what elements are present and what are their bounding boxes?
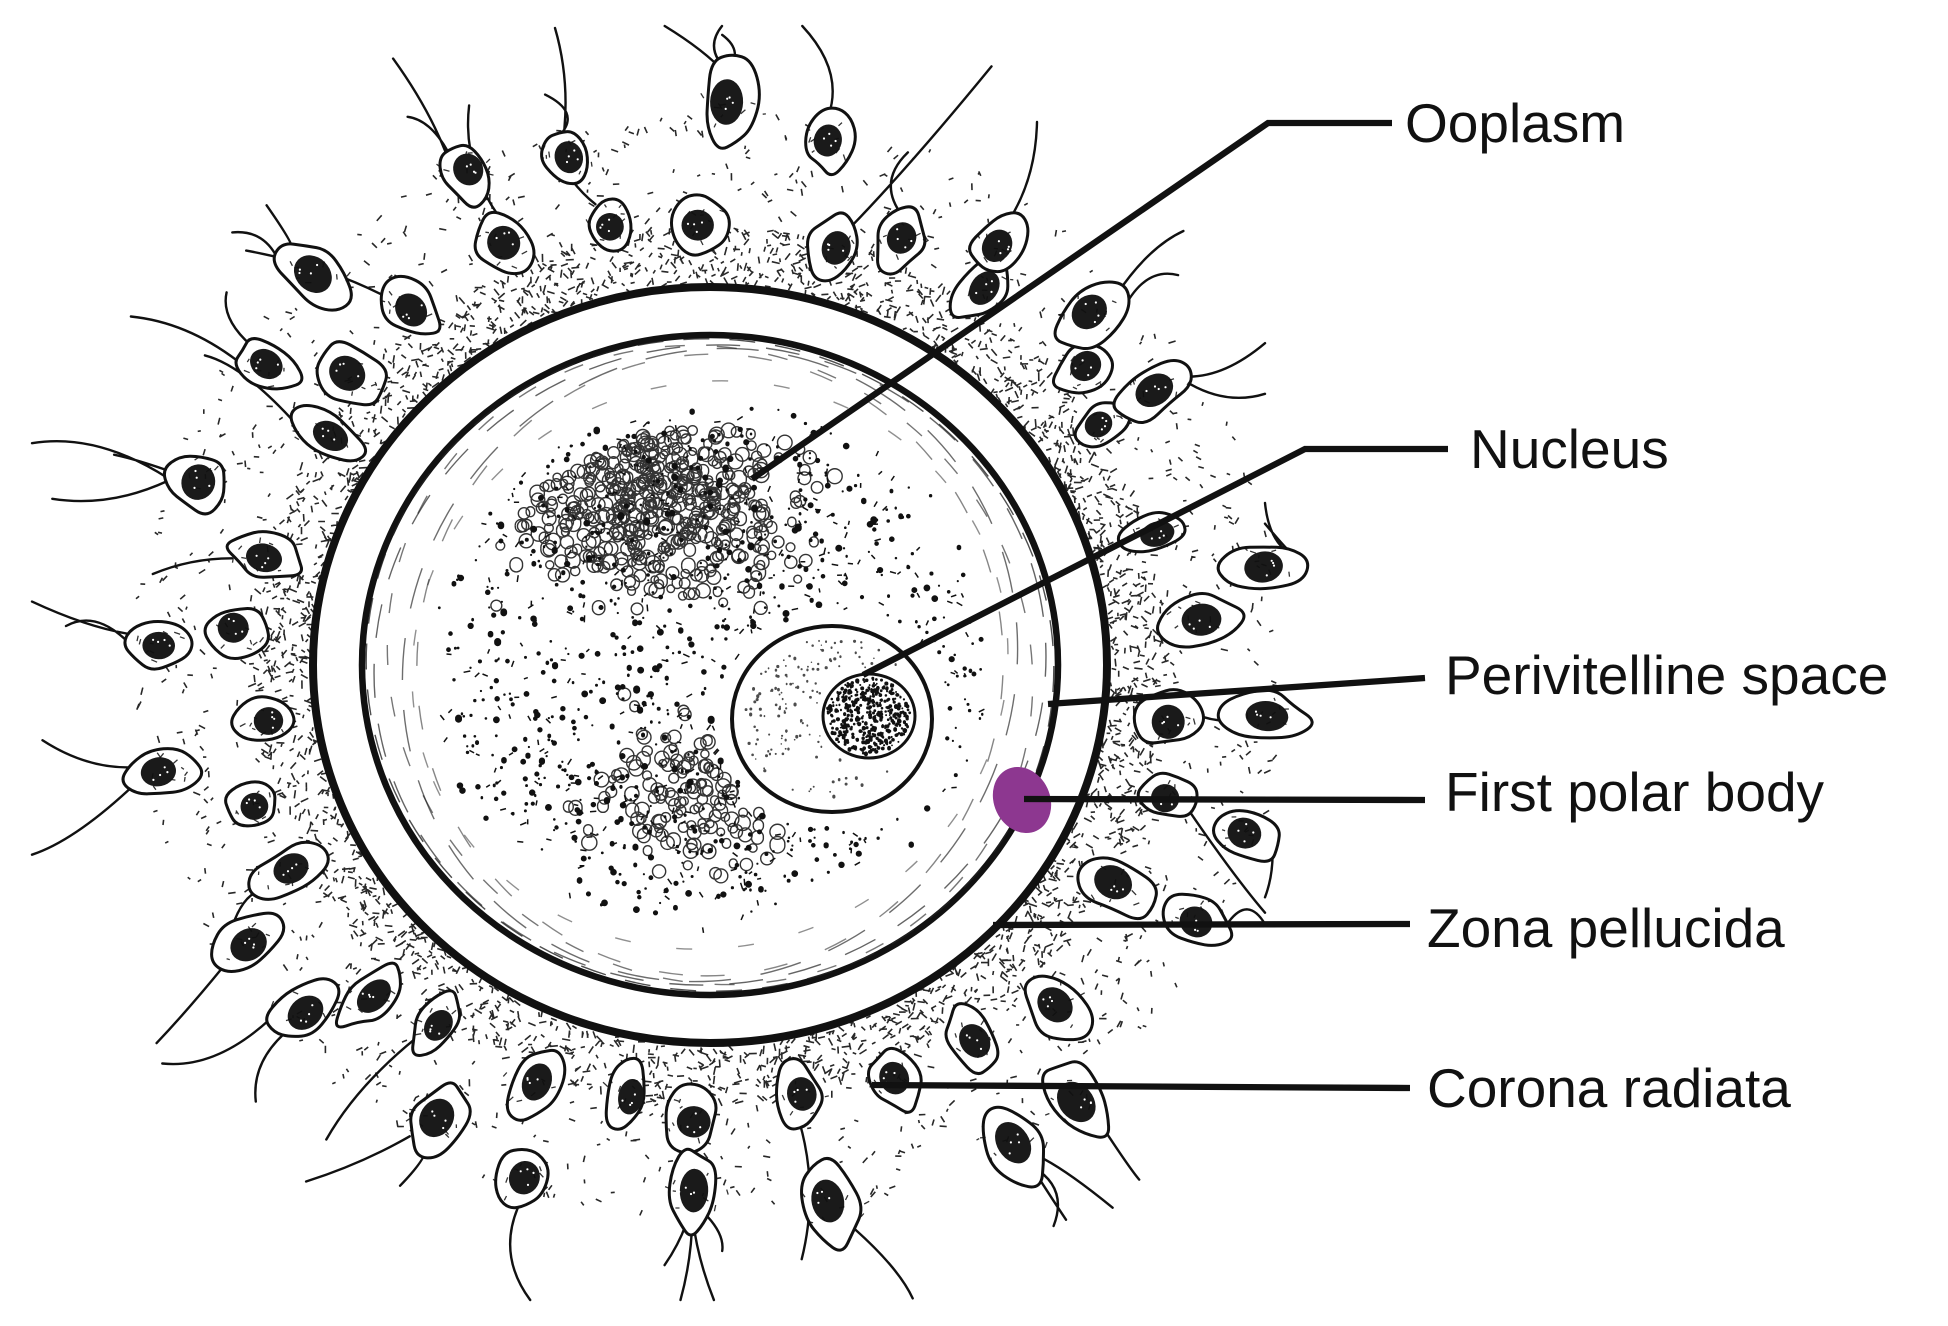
ooplasm-cobblestone-texture — [490, 422, 843, 884]
leader-perivitelline-space — [1047, 674, 1426, 708]
nucleolus-stipple — [826, 676, 912, 757]
leader-corona-radiata — [871, 1081, 1411, 1092]
corona-cell-nucleus — [329, 355, 366, 391]
corona-cell-nucleus — [886, 222, 917, 254]
corona-cell-nucleus — [1037, 987, 1073, 1023]
corona-cell-nucleus — [1071, 294, 1107, 330]
corona-cell-nucleus — [395, 293, 428, 327]
corona-cell-nucleus — [521, 1063, 553, 1101]
first-polar-body-shape — [992, 766, 1052, 834]
corona-cell-nucleus — [356, 979, 391, 1013]
corona-cell-nucleus — [1135, 373, 1174, 408]
corona-cell-nucleus — [981, 229, 1013, 262]
corona-cell-nucleus — [217, 612, 249, 643]
corona-cell-nucleus — [1094, 865, 1132, 900]
corona-cytoplasm-stipple — [136, 92, 1291, 1224]
corona-cell-nucleus — [140, 757, 176, 787]
corona-cell-nucleus — [1151, 704, 1185, 739]
corona-cell-nucleus — [419, 1098, 455, 1138]
zona-pellucida-ring — [309, 283, 1111, 1047]
corona-cell-nucleus — [1245, 701, 1289, 732]
corona-radiata-cells — [30, 24, 1314, 1302]
corona-cell-nucleus — [959, 1024, 991, 1058]
corona-cell-nucleus — [787, 1077, 817, 1111]
labels: Ooplasm Nucleus Perivitelline space Firs… — [1405, 92, 1888, 1119]
corona-cell-nucleus — [618, 1078, 644, 1115]
nucleus-structure — [730, 624, 934, 814]
corona-cell-nucleus — [293, 255, 332, 293]
label-perivitelline-space: Perivitelline space — [1445, 644, 1888, 706]
leader-nucleus — [861, 445, 1448, 678]
corona-cell-nucleus — [230, 928, 267, 962]
corona-cell-nucleus — [1181, 603, 1222, 636]
leader-first-polar-body — [1023, 795, 1426, 804]
corona-cell-nucleus — [968, 271, 1000, 305]
corona-cell-nucleus — [142, 631, 175, 660]
label-nucleus: Nucleus — [1470, 418, 1669, 480]
corona-cell-nucleus — [813, 124, 842, 157]
label-first-polar-body: First polar body — [1445, 761, 1825, 823]
corona-cell-nucleus — [181, 464, 216, 500]
corona-cell-nucleus — [681, 209, 714, 241]
corona-cell-nucleus — [287, 995, 324, 1030]
corona-cell-nucleus — [679, 1168, 709, 1213]
label-zona-pellucida: Zona pellucida — [1427, 897, 1785, 959]
corona-cell-nucleus — [250, 348, 283, 380]
corona-cell-nucleus — [1056, 1081, 1096, 1123]
corona-cell-nucleus — [1244, 551, 1283, 583]
corona-cell-nucleus — [273, 853, 309, 884]
zona-inner-edge — [358, 331, 1062, 999]
ooplasm-texture — [437, 406, 985, 934]
corona-cell-nucleus — [596, 212, 624, 241]
corona-cell-nucleus — [423, 1010, 453, 1041]
leader-zona-pellucida — [992, 920, 1411, 929]
corona-cell-nucleus — [246, 543, 282, 573]
corona-cell-nucleus — [676, 1106, 711, 1138]
label-corona-radiata: Corona radiata — [1427, 1057, 1791, 1119]
perivitelline-arc — [411, 380, 1009, 950]
leader-ooplasm — [750, 119, 1392, 482]
corona-cell-nucleus — [253, 707, 284, 735]
corona-cell-nucleus — [811, 1179, 845, 1223]
leader-lines — [750, 119, 1448, 1092]
corona-cell-nucleus — [821, 231, 851, 265]
perivitelline-arc — [386, 344, 1034, 986]
perivitelline-arc — [416, 353, 1004, 977]
corona-cell-nucleus — [1084, 411, 1113, 438]
label-ooplasm: Ooplasm — [1405, 92, 1625, 154]
corona-cell-nucleus — [710, 79, 744, 125]
polar-body-shape — [992, 766, 1052, 834]
corona-cell-nucleus — [240, 792, 269, 820]
corona-cell-nucleus — [995, 1122, 1032, 1164]
perivitelline-arc — [401, 347, 1019, 983]
corona-cell-nucleus — [453, 153, 484, 186]
corona-cell-nucleus — [1070, 350, 1102, 382]
